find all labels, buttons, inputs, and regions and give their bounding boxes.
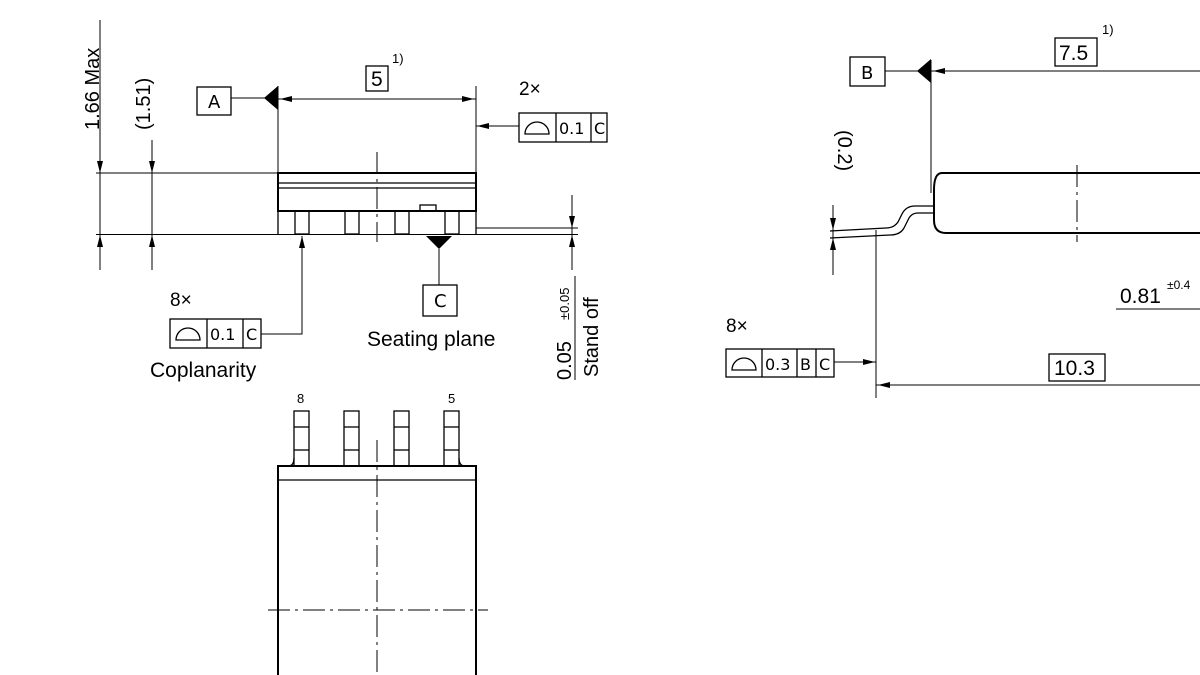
gull-wing-lead	[829, 205, 934, 232]
arrowhead	[569, 235, 575, 247]
height-max-label: 1.66 Max	[82, 48, 104, 130]
footnote-marker: 1)	[392, 51, 404, 66]
flatness-tolerance: 0.1	[559, 119, 584, 138]
pin-8-label: 8	[297, 391, 304, 406]
coplanarity-label: Coplanarity	[150, 359, 257, 382]
coplanarity-leader	[261, 236, 303, 335]
coplanarity-datum: C	[246, 325, 257, 344]
arrowhead	[462, 96, 474, 102]
height-ref-label: (1.51)	[133, 78, 155, 130]
flatness-frame	[518, 112, 608, 143]
footnote-marker: 1)	[1102, 22, 1114, 37]
datum-b-label: B	[861, 63, 873, 84]
flatness-count: 2×	[519, 79, 541, 100]
package-body-end	[933, 172, 1200, 234]
pin-5-label: 5	[448, 391, 455, 406]
datum-c-label: C	[434, 291, 447, 312]
profile-count: 8×	[726, 316, 748, 337]
flatness-datum: C	[594, 119, 605, 138]
basic-dim-box	[1054, 37, 1098, 67]
standoff-tolerance: ±0.05	[557, 288, 572, 320]
arrowhead	[299, 236, 305, 248]
gull-wing-lead	[829, 212, 934, 239]
standoff-value: 0.05	[554, 341, 576, 380]
coplanarity-tolerance: 0.1	[210, 325, 235, 344]
body-length-label: 5	[371, 68, 383, 91]
profile-frame	[725, 348, 835, 378]
lead-thickness-label: (0.2)	[833, 130, 855, 171]
arrowhead	[280, 96, 292, 102]
arrowhead	[149, 235, 155, 247]
datum-c-triangle	[426, 236, 452, 249]
arrowhead	[97, 235, 103, 247]
profile-surface-icon	[524, 121, 550, 135]
datum-c-box	[422, 284, 458, 317]
package-body-top	[277, 465, 477, 675]
datum-b-triangle	[917, 59, 931, 83]
end-view: B 7.5 1) (0.2) 0.81 ±0.4 8× 0.3	[725, 22, 1200, 398]
arrowhead	[933, 68, 945, 74]
side-view: 1.66 Max (1.51) A 5 1) 2× 0.1 C 8×	[82, 20, 608, 382]
arrowhead	[477, 123, 489, 129]
datum-a-label: A	[208, 92, 221, 113]
arrowhead	[97, 161, 103, 173]
profile-tolerance: 0.3	[765, 355, 790, 374]
body-width-label: 7.5	[1059, 42, 1088, 65]
standoff-label: Stand off	[581, 297, 603, 377]
datum-a-box	[196, 86, 232, 116]
arrowhead	[830, 238, 836, 250]
basic-dim-box	[365, 65, 389, 92]
profile-surface-icon	[731, 357, 757, 371]
profile-datum-c: C	[819, 355, 830, 374]
lead-length-tolerance: ±0.4	[1167, 278, 1191, 292]
datum-a-triangle	[264, 86, 278, 110]
arrowhead	[830, 218, 836, 230]
overall-width-label: 10.3	[1054, 357, 1095, 380]
arrowhead	[569, 216, 575, 228]
coplanarity-count: 8×	[170, 290, 192, 311]
profile-surface-icon	[175, 327, 201, 341]
lead-length-label: 0.81	[1120, 285, 1161, 308]
arrowhead	[878, 382, 890, 388]
top-view: 8 5	[268, 391, 488, 675]
arrowhead	[149, 161, 155, 173]
profile-datum-b: B	[800, 355, 811, 374]
basic-dim-box	[1048, 353, 1106, 382]
seating-plane-label: Seating plane	[367, 328, 495, 351]
arrowhead	[863, 359, 875, 365]
